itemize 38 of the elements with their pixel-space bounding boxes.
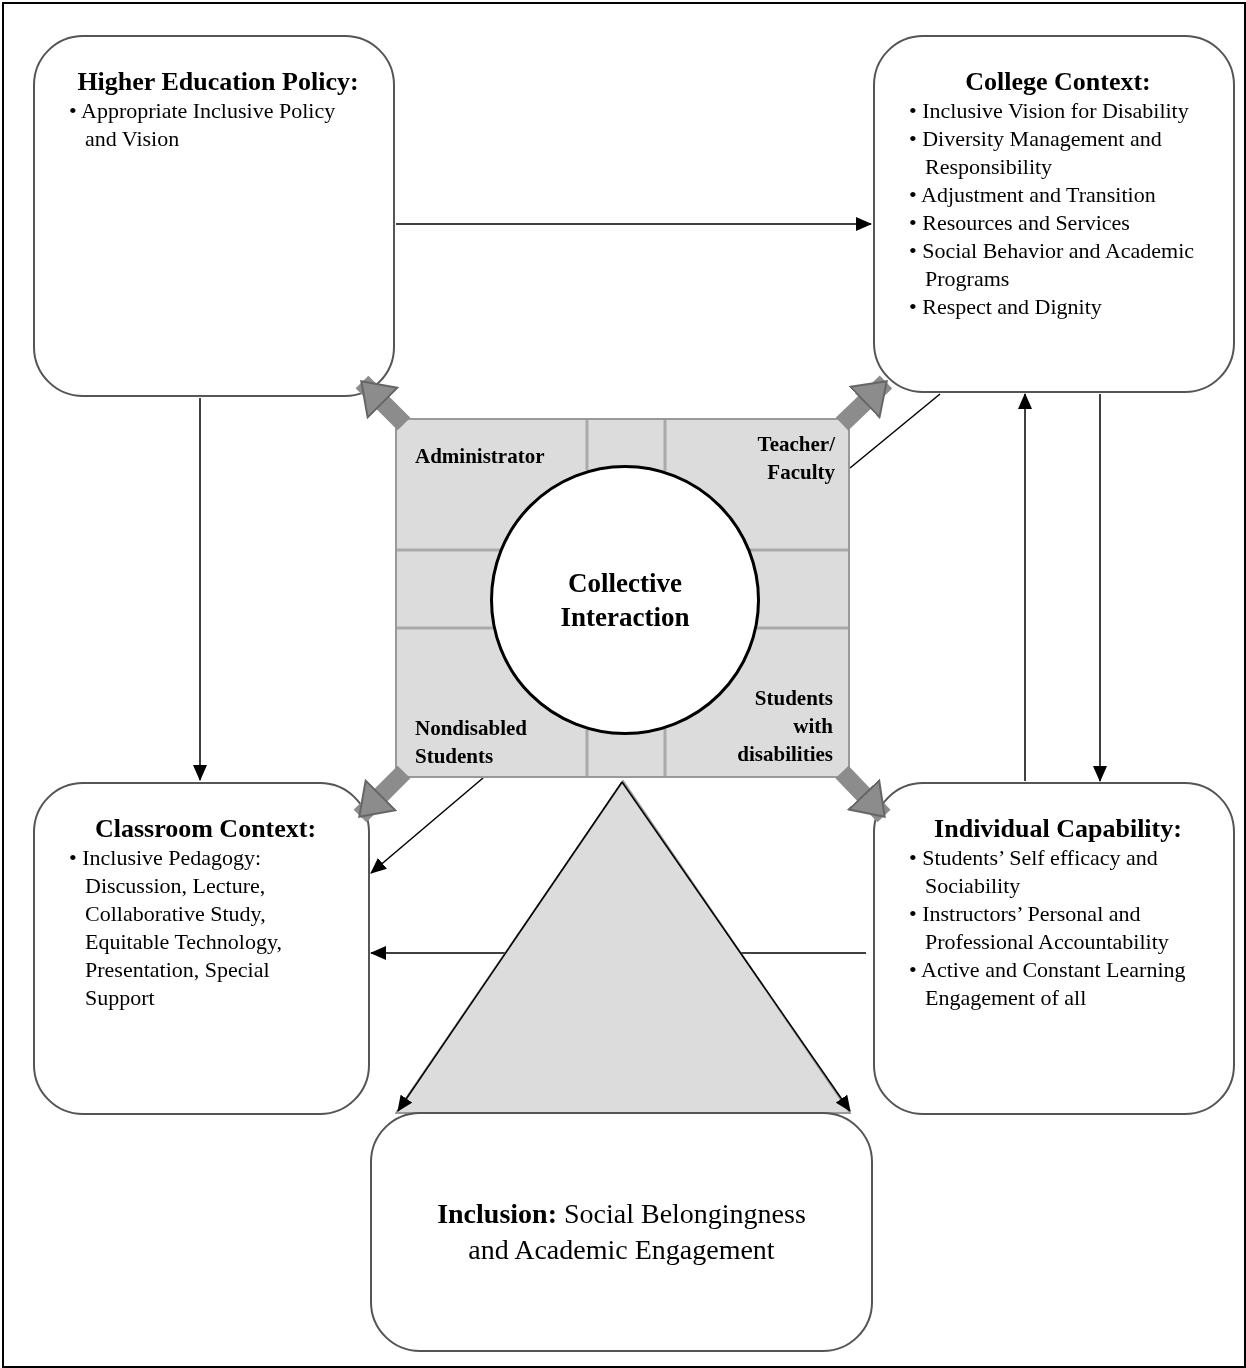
bullet-item: • Inclusive Vision for Disability <box>909 97 1190 125</box>
arrow <box>397 781 623 1112</box>
box-heading: Individual Capability: <box>933 814 1183 844</box>
rounded-box <box>873 782 1235 1115</box>
arrow <box>395 217 872 231</box>
connector-line <box>849 393 941 469</box>
arrow <box>1018 393 1032 782</box>
box-heading: Classroom Context: <box>93 814 318 844</box>
bullet-item: • Resources and Services <box>909 209 1131 237</box>
rounded-box <box>370 1112 873 1352</box>
box-heading: Higher Education Policy: <box>76 67 360 97</box>
cell-label: Teacher/ Faculty <box>730 420 850 492</box>
circle-label: Collective Interaction <box>559 567 691 634</box>
bullet-item: • Appropriate Inclusive Policy and Vision <box>69 97 337 153</box>
rounded-box <box>873 35 1235 393</box>
bullet-item: • Social Behavior and Academic Programs <box>909 237 1196 293</box>
bullet-item: • Respect and Dignity <box>909 293 1103 321</box>
connector-line <box>740 952 867 954</box>
rounded-box <box>33 35 395 397</box>
grid-panel <box>395 418 850 778</box>
arrow <box>1093 393 1107 782</box>
bullet-item: • Active and Constant Learning Engagement of all <box>909 956 1187 1012</box>
arrow <box>370 777 484 874</box>
box-text: Inclusion: Social Belongingness and Academic Engagement <box>436 1197 807 1267</box>
bullet-item: • Instructors’ Personal and Professional Accountability <box>909 900 1170 956</box>
bullet-item: • Diversity Management and Responsibility <box>909 125 1163 181</box>
bullet-item: • Adjustment and Transition <box>909 181 1157 209</box>
box-heading: College Context: <box>964 67 1152 97</box>
cell-label: Nondisabled Students <box>397 712 549 778</box>
arrow <box>621 781 851 1112</box>
cell-label: Students with disabilities <box>729 682 850 778</box>
arrow <box>193 397 207 781</box>
block-arrow <box>835 375 893 431</box>
bullet-item: • Students’ Self efficacy and Sociability <box>909 844 1159 900</box>
bullet-item: • Inclusive Pedagogy: Discussion, Lecture, Collaborative Study, Equitable Technology, Presentation, Special Support <box>69 844 284 1012</box>
rounded-box <box>33 782 370 1115</box>
arrow <box>370 946 506 960</box>
cell-label: Administrator <box>397 420 567 472</box>
